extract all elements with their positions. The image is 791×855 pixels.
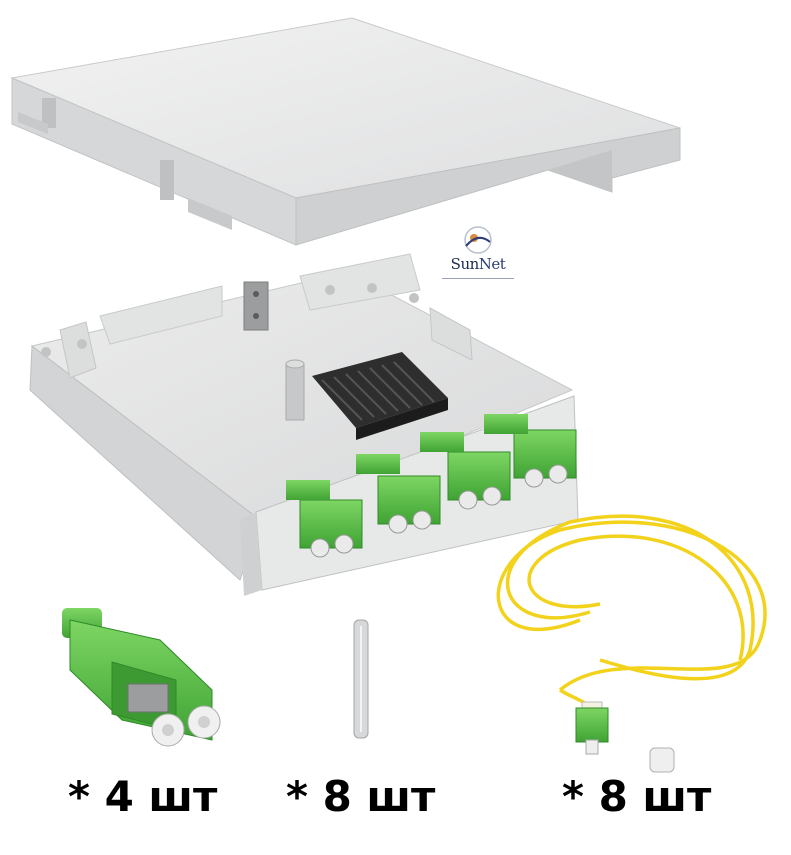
splice-protection-sleeve [353, 619, 369, 739]
installed-adapter [299, 499, 363, 558]
dust-cap [649, 747, 675, 773]
logo-brand-right: Net [478, 255, 506, 273]
logo-underline [442, 278, 514, 279]
logo-brand-left: Sun [450, 255, 480, 273]
sunnet-logo: SunNet [438, 222, 518, 288]
sleeve-quantity-label: * 8 шт [286, 772, 436, 821]
sunnet-logo-mark [464, 226, 492, 254]
lc-duplex-adapter [62, 608, 221, 747]
installed-adapter [513, 429, 577, 488]
lc-pigtail-cable [496, 514, 767, 721]
installed-adapter [377, 475, 441, 534]
installed-adapter [447, 451, 511, 510]
splice-holder [312, 352, 448, 440]
installed-adapters [286, 414, 577, 558]
pigtail-quantity-label: * 8 шт [562, 772, 712, 821]
lc-pigtail-connector [575, 701, 609, 755]
logo-text: SunNet [438, 255, 518, 273]
box-lid [10, 17, 681, 246]
adapter-quantity-label: * 4 шт [68, 772, 218, 821]
